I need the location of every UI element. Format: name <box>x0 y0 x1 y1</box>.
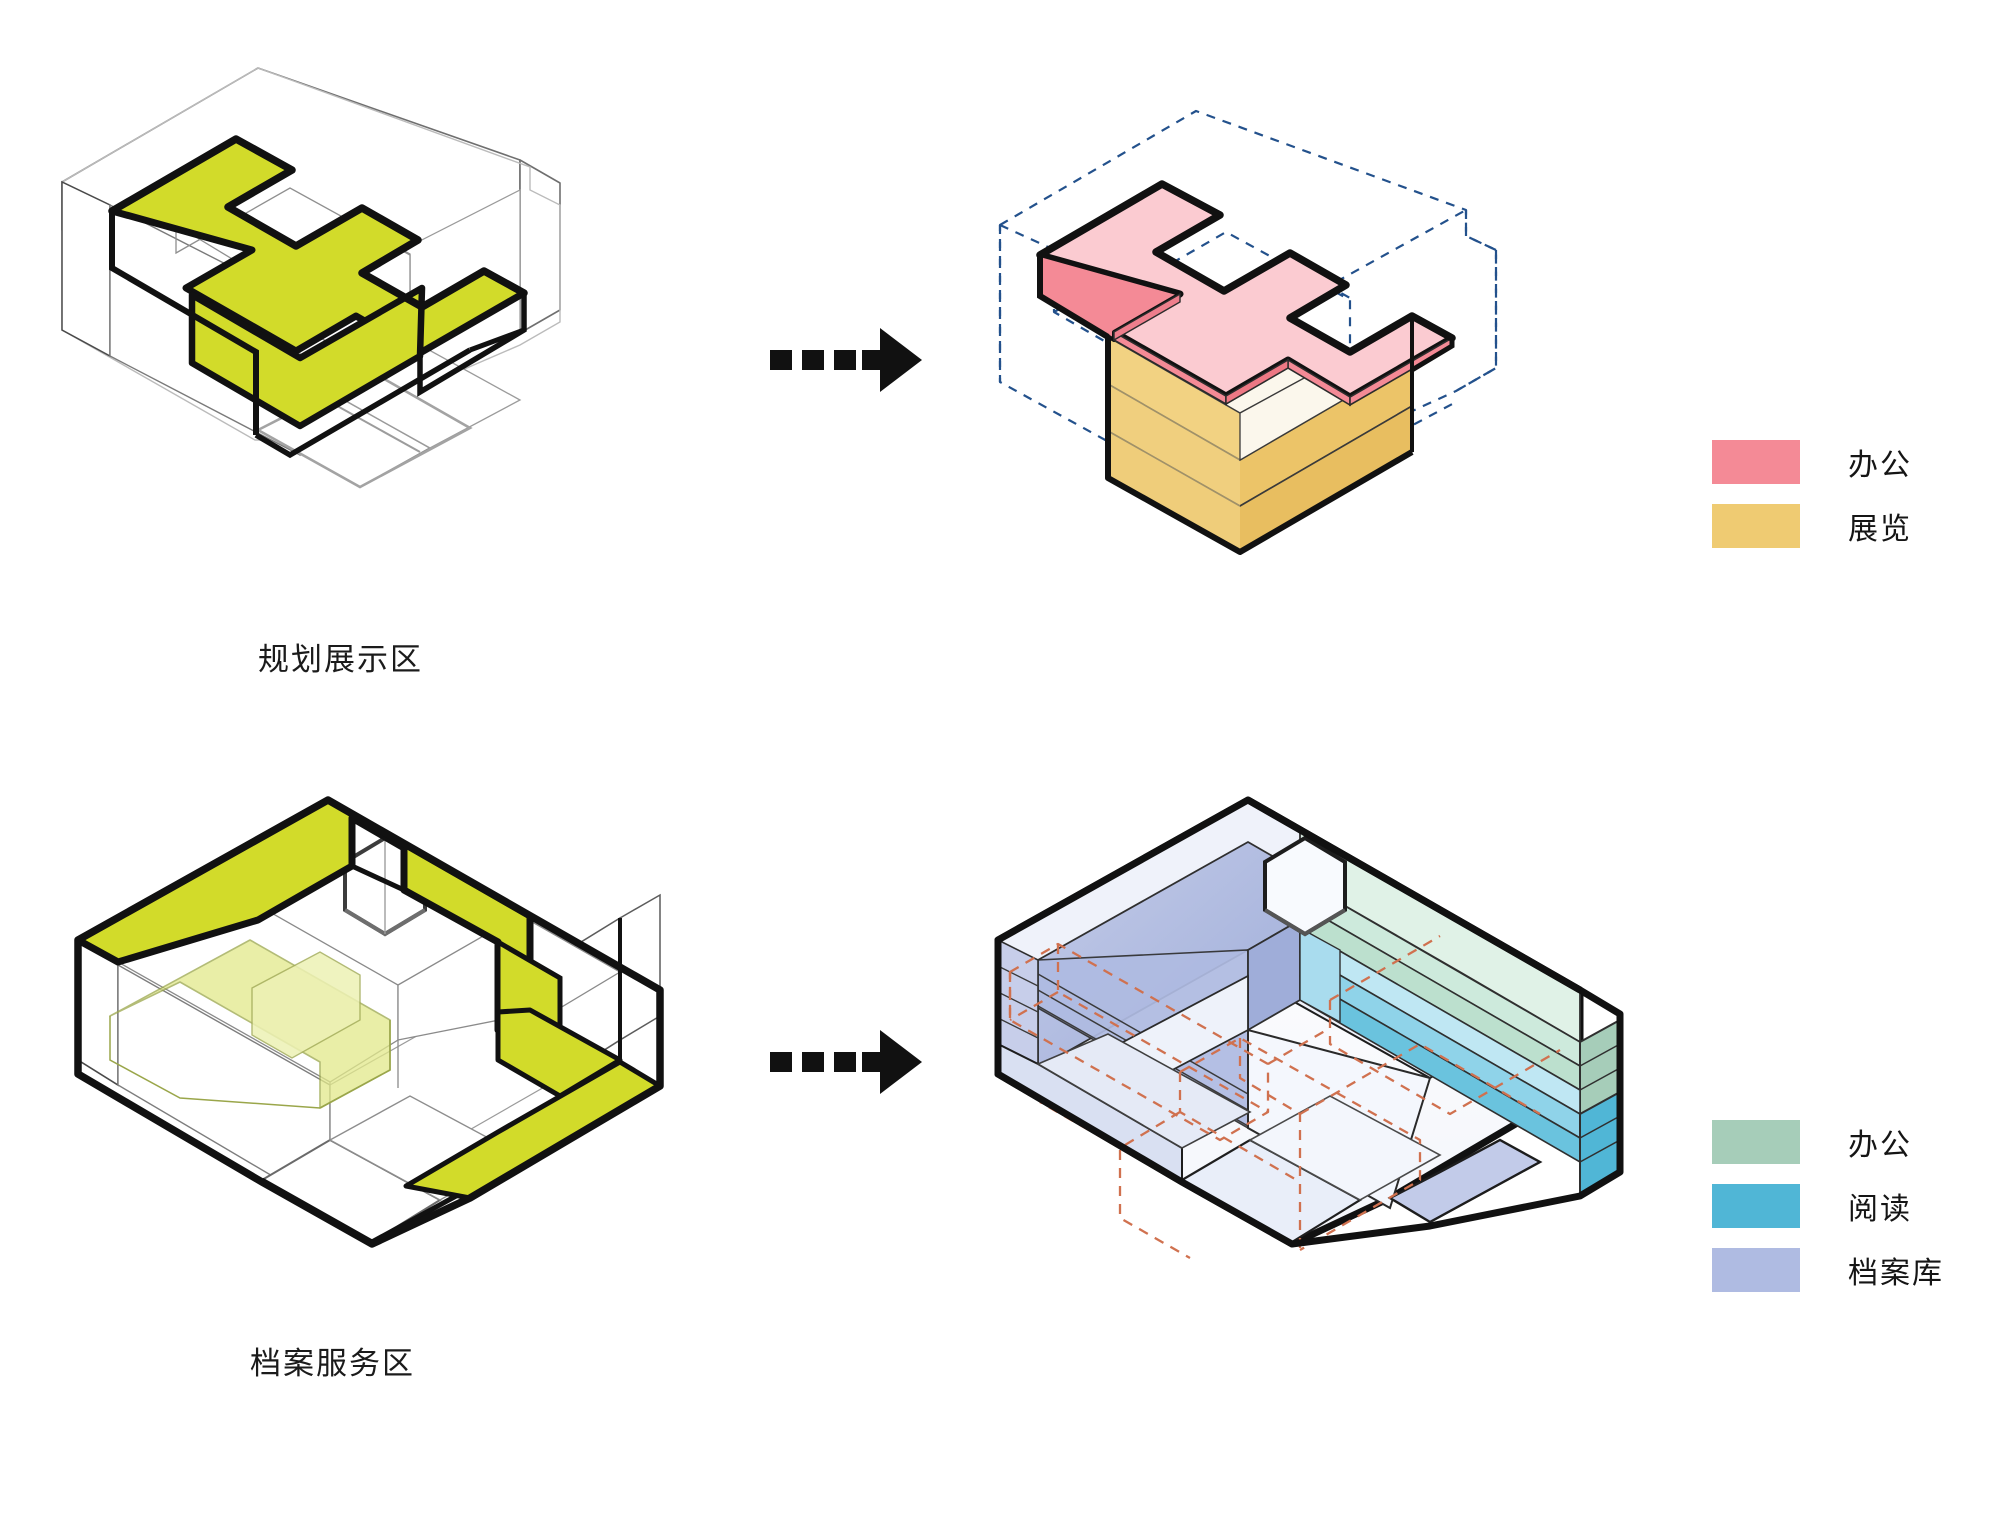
legend-label-archive: 档案库 <box>1848 1256 1944 1291</box>
legend-item: 办公 <box>1712 1120 1944 1164</box>
legend-label-reading: 阅读 <box>1848 1192 1912 1227</box>
legend-swatch-exhibition-gold <box>1712 504 1800 548</box>
caption-planning-zone: 规划展示区 <box>258 642 423 678</box>
planning-massing-after <box>998 109 1498 555</box>
transform-arrow-bottom <box>770 1030 922 1094</box>
legend-item: 阅读 <box>1712 1184 1944 1228</box>
archive-massing-before <box>74 796 664 1248</box>
legend-swatch-reading-cyan <box>1712 1184 1800 1228</box>
legend-archive: 办公 阅读 档案库 <box>1712 1120 1944 1312</box>
legend-label-exhibition: 展览 <box>1848 512 1912 547</box>
legend-item: 办公 <box>1712 440 1912 484</box>
caption-archive-zone: 档案服务区 <box>250 1346 415 1382</box>
legend-swatch-office-green <box>1712 1120 1800 1164</box>
archive-massing-after <box>994 796 1624 1259</box>
planning-massing-before <box>61 67 561 489</box>
legend-label-office: 办公 <box>1848 1128 1912 1163</box>
legend-planning: 办公 展览 <box>1712 440 1912 568</box>
legend-swatch-archive-lavender <box>1712 1248 1800 1292</box>
legend-item: 档案库 <box>1712 1248 1944 1292</box>
legend-item: 展览 <box>1712 504 1912 548</box>
legend-label-office: 办公 <box>1848 448 1912 483</box>
legend-swatch-office-pink <box>1712 440 1800 484</box>
transform-arrow-top <box>770 328 922 392</box>
